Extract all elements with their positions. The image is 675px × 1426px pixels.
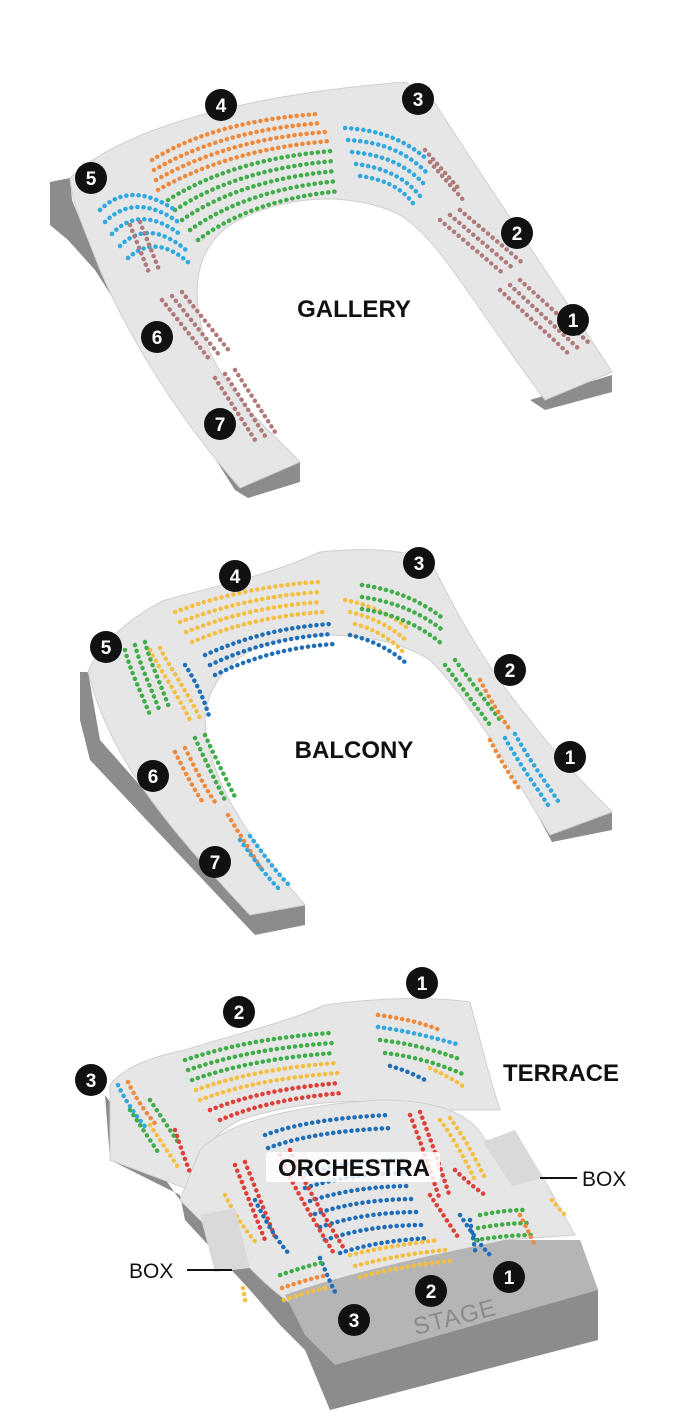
balcony-seats [122,579,563,893]
gallery-section-badges: 1 2 3 4 5 6 7 [75,83,589,440]
terrace-section-1-badge[interactable]: 1 [406,967,438,999]
seat-block-blue [182,621,411,723]
box-label-left: BOX [129,1260,173,1283]
orchestra-title: ORCHESTRA [278,1155,430,1182]
orchestra-seats-front [277,1207,538,1303]
terrace-seats-1 [375,1012,468,1091]
gallery-seats [97,111,591,443]
box-pod-right [483,1130,543,1186]
seat-block-orange [172,677,523,873]
svg-text:1: 1 [565,748,576,769]
seat-block-mauve [127,147,591,443]
seat-block-sky-left [97,192,193,267]
orchestra-section-3-badge[interactable]: 3 [338,1304,370,1336]
gallery-section-2-badge[interactable]: 2 [501,217,533,249]
gallery-title: GALLERY [297,296,411,323]
svg-text:2: 2 [512,224,523,245]
terrace-floor [109,998,501,1191]
svg-text:2: 2 [505,661,516,682]
svg-text:4: 4 [216,96,227,117]
seat-block-sky [237,731,563,893]
svg-text:1: 1 [417,974,428,995]
gallery-section-7-badge[interactable]: 7 [204,408,236,440]
orchestra-level: TERRACE ORCHESTRA BOX BOX STAGE 1 2 3 [75,967,626,1410]
balcony-section-3-badge[interactable]: 3 [403,547,435,579]
orchestra-section-1-badge[interactable]: 1 [493,1261,525,1293]
svg-text:3: 3 [349,1311,360,1332]
gallery-section-6-badge[interactable]: 6 [141,321,173,353]
balcony-section-5-badge[interactable]: 5 [90,631,122,663]
seat-block-green [122,582,503,803]
balcony-section-7-badge[interactable]: 7 [199,846,231,878]
seat-block-green [165,148,343,243]
orchestra-seats-right [407,1109,493,1258]
gallery-wall-right [530,375,612,410]
gallery-floor [69,81,613,489]
balcony-section-badges: 1 2 3 4 5 6 7 [90,547,586,878]
terrace-section-3-badge[interactable]: 3 [75,1064,107,1096]
seat-block-sky-right [342,125,431,209]
balcony-section-1-badge[interactable]: 1 [554,741,586,773]
svg-text:1: 1 [568,311,579,332]
balcony-floor [87,549,613,916]
terrace-section-badges: 1 2 3 [75,967,438,1096]
seat-block-orange [149,111,333,193]
svg-text:7: 7 [210,853,221,874]
balcony-section-4-badge[interactable]: 4 [219,560,251,592]
orchestra-base-wall [105,1095,598,1410]
terrace-seats-2 [182,1030,345,1123]
svg-text:6: 6 [148,767,159,788]
svg-text:6: 6 [152,328,163,349]
svg-text:3: 3 [413,90,424,111]
balcony-section-2-badge[interactable]: 2 [494,654,526,686]
svg-text:1: 1 [504,1268,515,1289]
orchestra-title-backdrop [266,1152,440,1182]
gallery-section-5-badge[interactable]: 5 [75,162,107,194]
gallery-level: GALLERY 1 2 3 4 5 [50,81,613,498]
box-pod-left [200,1208,250,1272]
gallery-section-1-badge[interactable]: 1 [557,304,589,336]
balcony-level: BALCONY 1 2 3 4 5 [80,547,613,935]
terrace-title: TERRACE [503,1060,619,1087]
svg-text:4: 4 [230,567,241,588]
svg-text:5: 5 [101,638,112,659]
terrace-seats-3 [115,1079,193,1175]
terrace-section-2-badge[interactable]: 2 [223,996,255,1028]
svg-text:5: 5 [86,169,97,190]
svg-text:7: 7 [215,415,226,436]
balcony-title: BALCONY [295,737,414,764]
balcony-section-6-badge[interactable]: 6 [137,760,169,792]
seat-block-yellow [147,579,413,723]
orchestra-section-badges: 1 2 3 [338,1261,525,1336]
orchestra-seats-left [222,1147,348,1258]
gallery-section-4-badge[interactable]: 4 [205,89,237,121]
gallery-section-3-badge[interactable]: 3 [402,83,434,115]
svg-text:2: 2 [426,1282,437,1303]
svg-text:3: 3 [86,1071,97,1092]
box-label-right: BOX [582,1168,626,1191]
svg-text:3: 3 [414,554,425,575]
orchestra-section-2-badge[interactable]: 2 [415,1275,447,1307]
svg-text:2: 2 [234,1003,245,1024]
